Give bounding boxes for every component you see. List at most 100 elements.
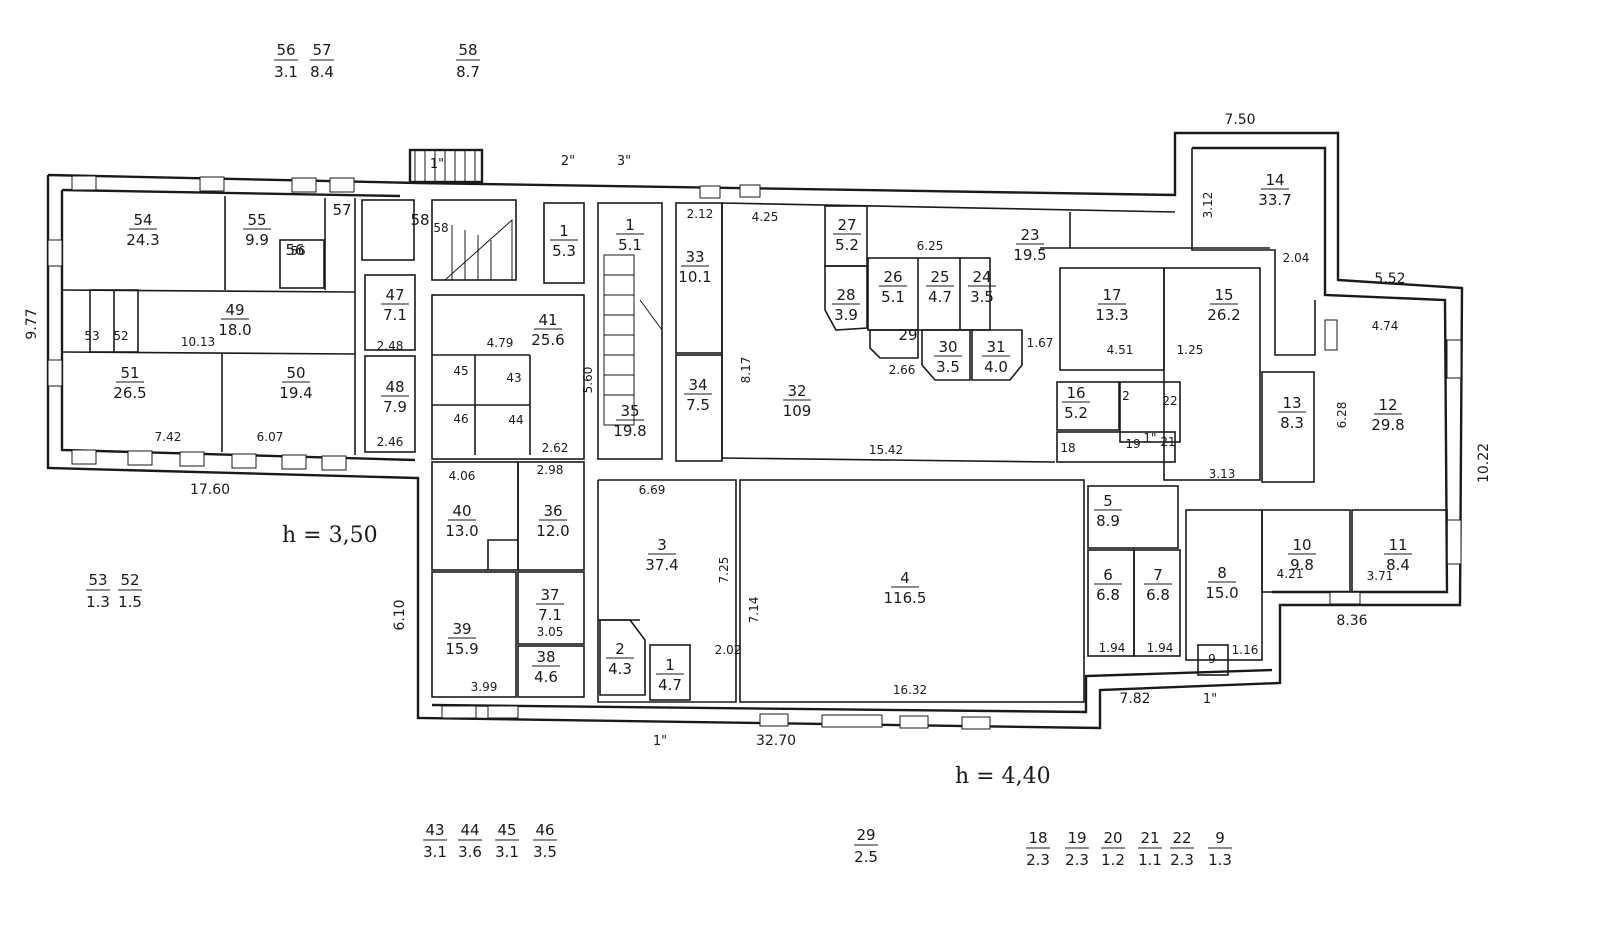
room-number: 54 — [133, 211, 152, 229]
legend-number: 53 — [88, 571, 107, 589]
step-mark: 2" — [561, 154, 575, 169]
legend-number: 20 — [1103, 829, 1122, 847]
room-label-r58: 58 — [410, 211, 429, 229]
small-room-label: 53 — [84, 329, 99, 343]
room-label-r28: 283.9 — [832, 286, 860, 324]
small-room-label: 21 — [1160, 435, 1175, 449]
dimension-label: 1.67 — [1027, 336, 1054, 350]
legend-number: 58 — [458, 41, 477, 59]
small-room-label: 45 — [453, 364, 468, 378]
dimension-label: 2.46 — [377, 435, 404, 449]
room-label-r2: 24.3 — [606, 640, 634, 678]
legend-area: 3.1 — [495, 843, 519, 861]
room-label-r47: 477.1 — [381, 286, 409, 324]
room-number: 57 — [332, 201, 351, 219]
dimension-label: 5.52 — [1374, 271, 1405, 287]
room-label-r3: 337.4 — [645, 536, 678, 574]
legend-area: 1.2 — [1101, 851, 1125, 869]
dimension-label: 15.42 — [869, 443, 903, 457]
legend-fraction-f20: 201.2 — [1101, 829, 1125, 869]
step-mark: 1" — [1203, 692, 1217, 707]
dimension-label: 4.21 — [1277, 567, 1304, 581]
room-area: 109 — [783, 402, 812, 420]
dimension-label: 2.62 — [542, 441, 569, 455]
small-room-label: 44 — [508, 413, 523, 427]
dimension-label: 3.71 — [1367, 569, 1394, 583]
dimension-label: 8.36 — [1336, 613, 1367, 629]
room-number: 12 — [1378, 396, 1397, 414]
room-number: 5 — [1103, 492, 1113, 510]
legend-number: 52 — [120, 571, 139, 589]
legend-number: 9 — [1215, 829, 1225, 847]
room-area: 33.7 — [1258, 191, 1291, 209]
room-label-r7: 76.8 — [1144, 566, 1172, 604]
legend-number: 19 — [1067, 829, 1086, 847]
room-number: 15 — [1214, 286, 1233, 304]
room-area: 26.5 — [113, 384, 146, 402]
legend-number: 44 — [460, 821, 479, 839]
room-number: 24 — [972, 268, 991, 286]
room-area: 5.2 — [835, 236, 859, 254]
room-area: 8.3 — [1280, 414, 1304, 432]
legend-fraction-f52: 521.5 — [118, 571, 142, 611]
step-mark: 3" — [617, 154, 631, 169]
room-number: 51 — [120, 364, 139, 382]
room-number: 3 — [657, 536, 667, 554]
room-number: 7 — [1153, 566, 1163, 584]
room-label-r37: 377.1 — [536, 586, 564, 624]
room-number: 47 — [385, 286, 404, 304]
room-area: 29.8 — [1371, 416, 1404, 434]
dimension-label: 7.82 — [1119, 691, 1150, 707]
dimension-label: 3.12 — [1201, 192, 1215, 219]
room-area: 8.9 — [1096, 512, 1120, 530]
room-area: 7.1 — [383, 306, 407, 324]
dimension-label: 7.42 — [155, 430, 182, 444]
legend-area: 3.1 — [274, 63, 298, 81]
small-room-label: 9 — [1208, 652, 1216, 666]
dimension-label: 4.79 — [487, 336, 514, 350]
dimension-label: 6.69 — [639, 483, 666, 497]
room-number: 50 — [286, 364, 305, 382]
legend-number: 29 — [856, 826, 875, 844]
legend-area: 1.5 — [118, 593, 142, 611]
dimension-label: 6.10 — [392, 599, 408, 630]
room-area: 9.8 — [1290, 556, 1314, 574]
dimension-label: 7.50 — [1224, 112, 1255, 128]
room-number: 26 — [883, 268, 902, 286]
dimension-label: 6.07 — [257, 430, 284, 444]
dimension-label: 4.51 — [1107, 343, 1134, 357]
small-room-label: 22 — [1162, 394, 1177, 408]
room-label-r51: 51 26.5 — [113, 364, 146, 402]
legend-area: 2.3 — [1026, 851, 1050, 869]
legend-fraction-f29: 292.5 — [854, 826, 878, 866]
legend-number: 56 — [276, 41, 295, 59]
legend-fraction-f56: 563.1 — [274, 41, 298, 81]
room-area: 8.4 — [1386, 556, 1410, 574]
small-room-label: 52 — [113, 329, 128, 343]
room-label-r38: 384.6 — [532, 648, 560, 686]
room-label-r6: 66.8 — [1094, 566, 1122, 604]
room-number: 10 — [1292, 536, 1311, 554]
step-marks: 1" 2" 3" 1" 1" — [430, 154, 1217, 749]
interior-walls — [61, 148, 1448, 703]
room-area: 4.0 — [984, 358, 1008, 376]
room-number: 58 — [410, 211, 429, 229]
dimension-label: 17.60 — [190, 482, 230, 498]
dimension-label: 8.17 — [739, 357, 753, 384]
legend-area: 2.5 — [854, 848, 878, 866]
small-room-label: 56 — [290, 244, 305, 258]
room-number: 28 — [836, 286, 855, 304]
room-number: 1 — [559, 222, 569, 240]
room-number: 16 — [1066, 384, 1085, 402]
room-number: 33 — [685, 248, 704, 266]
room-label-r1b: 15.1 — [616, 216, 644, 254]
room-label-r55: 559.9 — [243, 211, 271, 249]
room-number: 39 — [452, 620, 471, 638]
room-label-r25: 254.7 — [926, 268, 954, 306]
